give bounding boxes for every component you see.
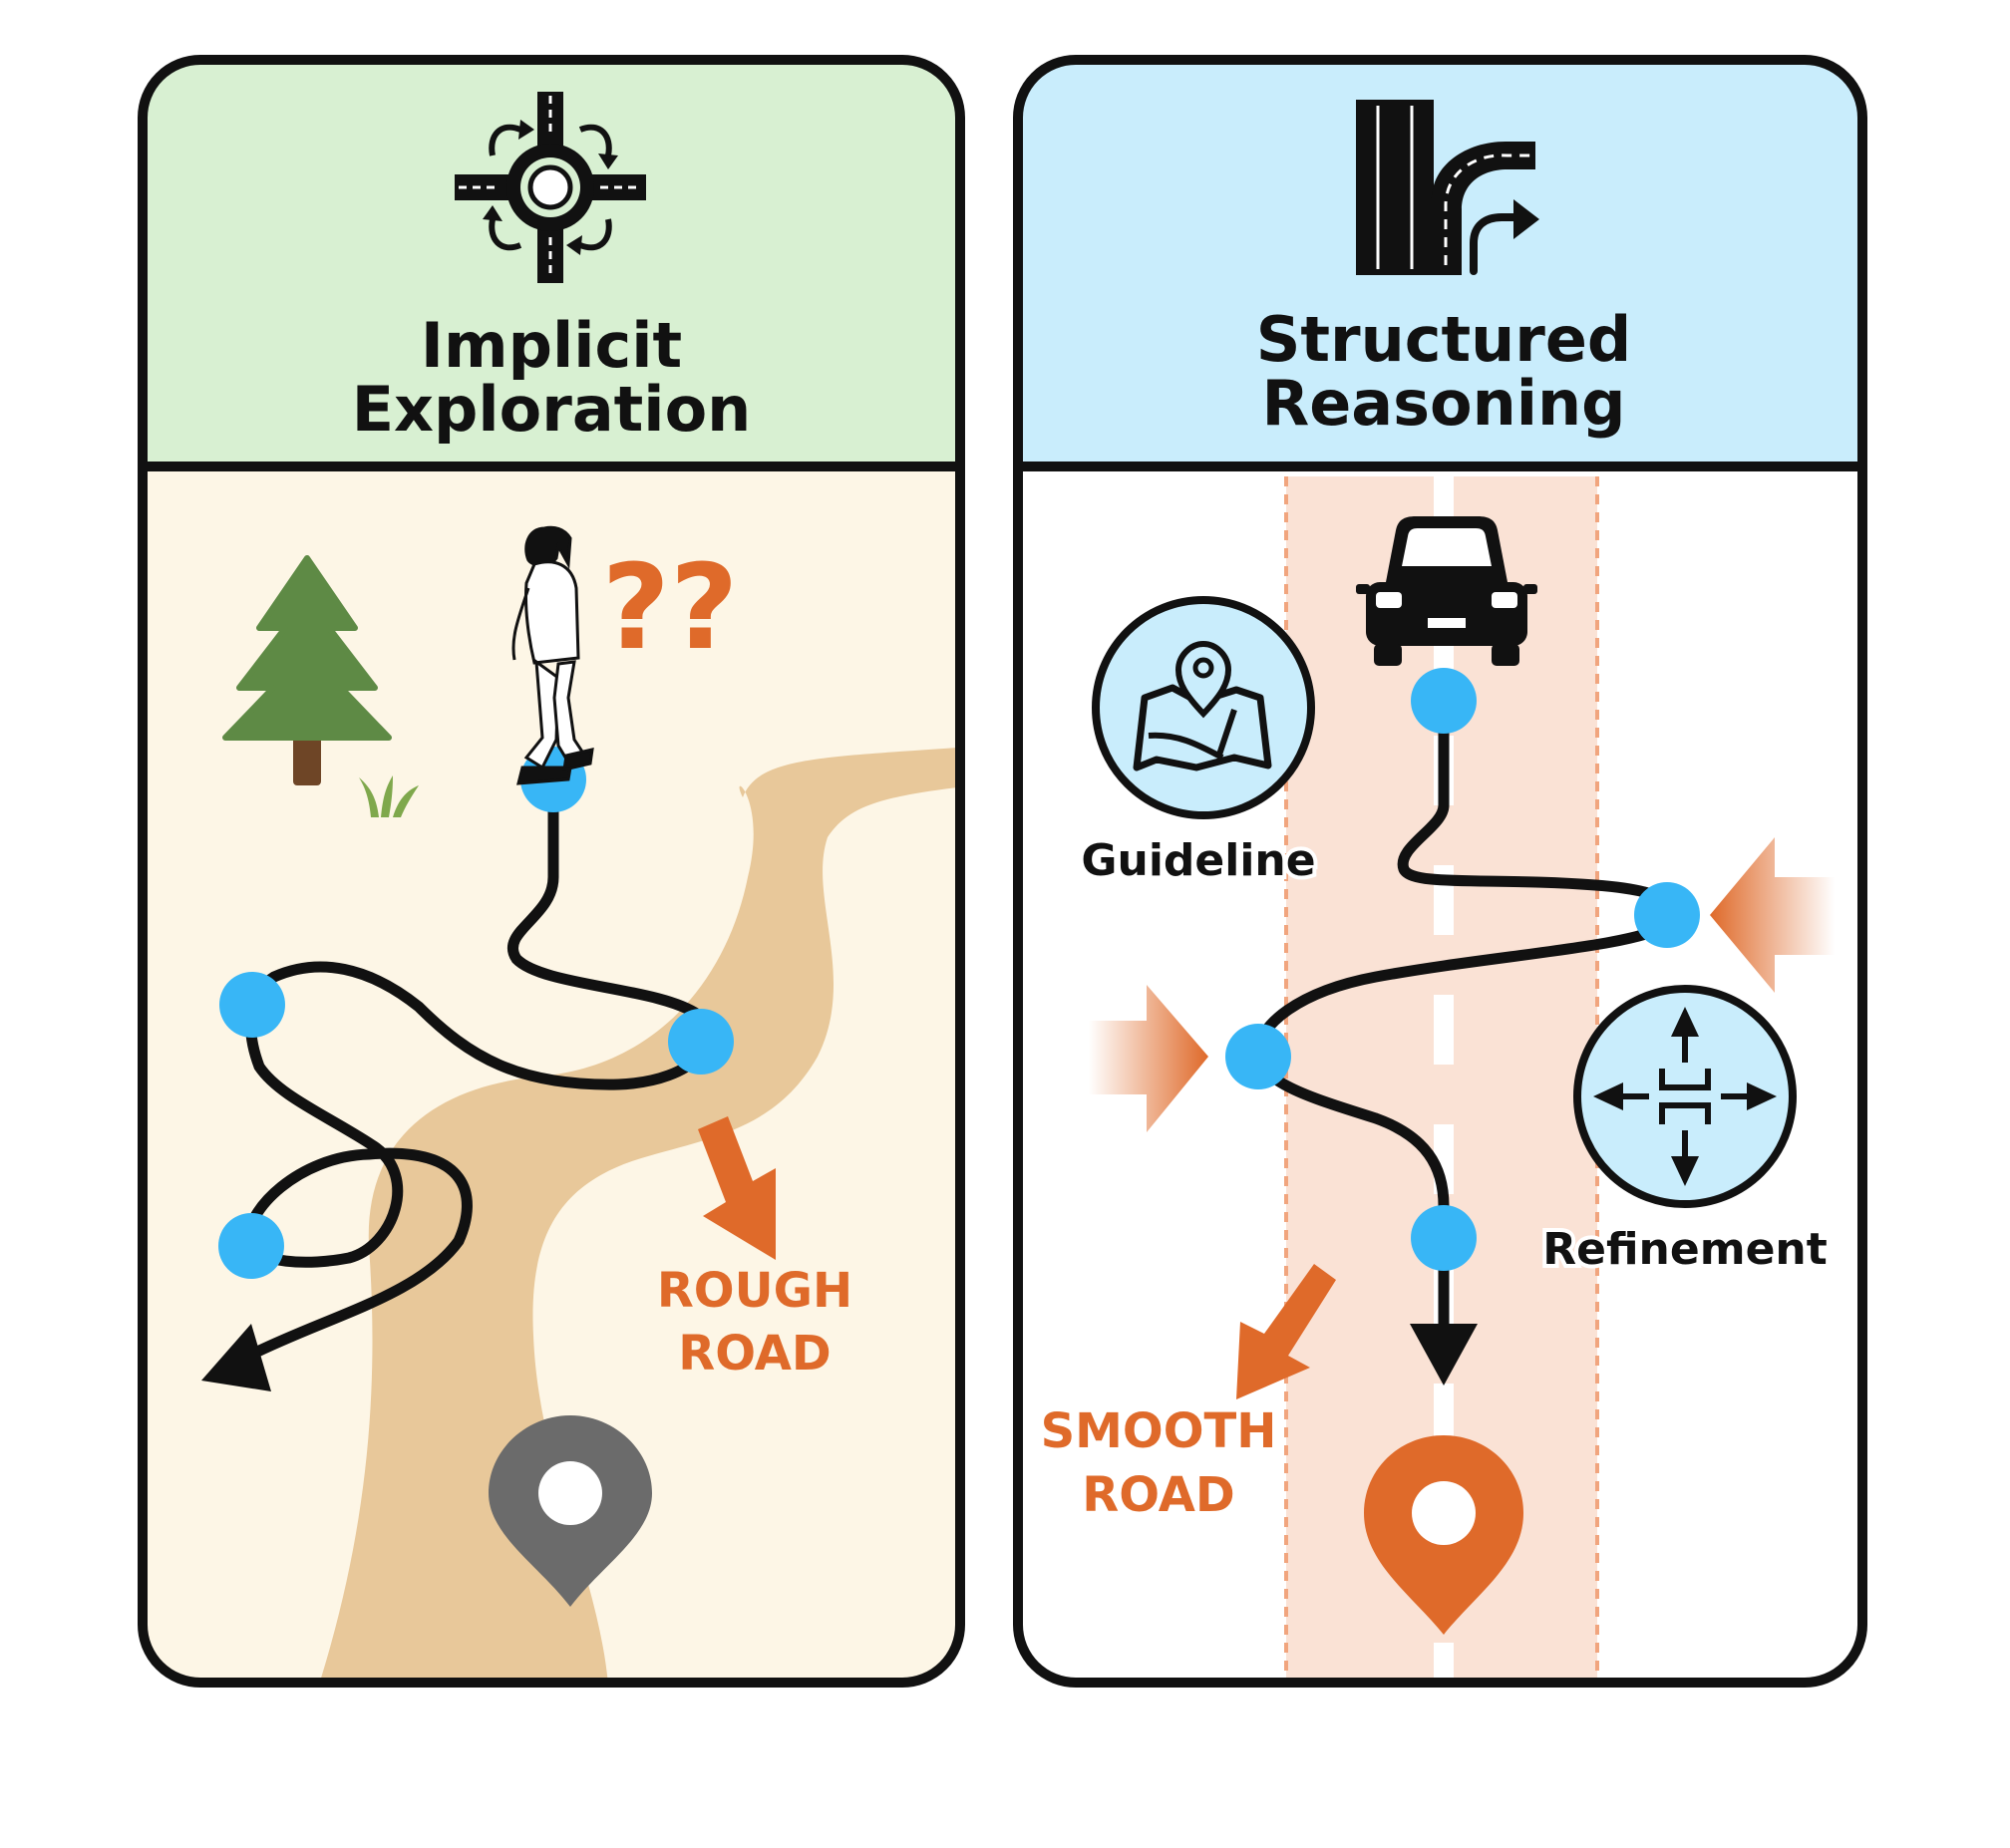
right-title-line2: Reasoning: [1261, 367, 1625, 440]
exploration-node: [668, 1009, 734, 1075]
guideline-map-icon: [1092, 596, 1315, 819]
exploration-arrowhead: [201, 1324, 271, 1391]
car-icon: [1356, 516, 1537, 666]
rough-road: [319, 748, 957, 1683]
refinement-label: Refinement: [1542, 1224, 1828, 1275]
roundabout-icon: [455, 92, 646, 283]
grass-icon: [359, 775, 419, 817]
right-title-line1: Structured: [1256, 303, 1632, 376]
pine-tree-icon: [222, 555, 392, 785]
reasoning-path: [1252, 692, 1681, 1337]
left-title-line1: Implicit: [421, 309, 682, 382]
smooth-road-arrow: [1236, 1264, 1336, 1399]
orange-location-pin-icon: [1364, 1435, 1523, 1635]
grey-location-pin-icon: [489, 1415, 652, 1607]
left-panel-border: [138, 55, 965, 1688]
reasoning-arrowhead: [1410, 1324, 1478, 1386]
walking-person-icon: [511, 525, 594, 785]
structured-reasoning-panel: Structured Reasoning: [1013, 55, 1867, 1688]
road-fork-icon: [1356, 100, 1539, 275]
correction-arrow-from-left: [1089, 985, 1208, 1132]
exploration-node: [219, 972, 285, 1038]
right-panel-border: [1013, 55, 1867, 1688]
rough-road-label-line1: ROUGH: [657, 1263, 852, 1319]
guideline-label: Guideline: [1081, 835, 1315, 886]
confusion-question-marks: ??: [602, 538, 739, 676]
smooth-road-label-line2: ROAD: [1082, 1467, 1234, 1523]
refinement-compress-icon: [1573, 985, 1797, 1208]
reasoning-node: [1411, 668, 1477, 734]
rough-road-label-line2: ROAD: [678, 1326, 831, 1382]
reasoning-node: [1225, 1024, 1291, 1089]
rough-road-arrow: [698, 1116, 776, 1260]
left-title-line2: Exploration: [352, 373, 752, 446]
smooth-road-label-line1: SMOOTH: [1041, 1403, 1277, 1459]
reasoning-node: [1411, 1205, 1477, 1271]
reasoning-node: [1634, 882, 1700, 948]
implicit-exploration-panel: Implicit Exploration ??: [138, 55, 965, 1688]
correction-arrow-from-right: [1710, 837, 1835, 993]
exploration-node: [218, 1213, 284, 1279]
